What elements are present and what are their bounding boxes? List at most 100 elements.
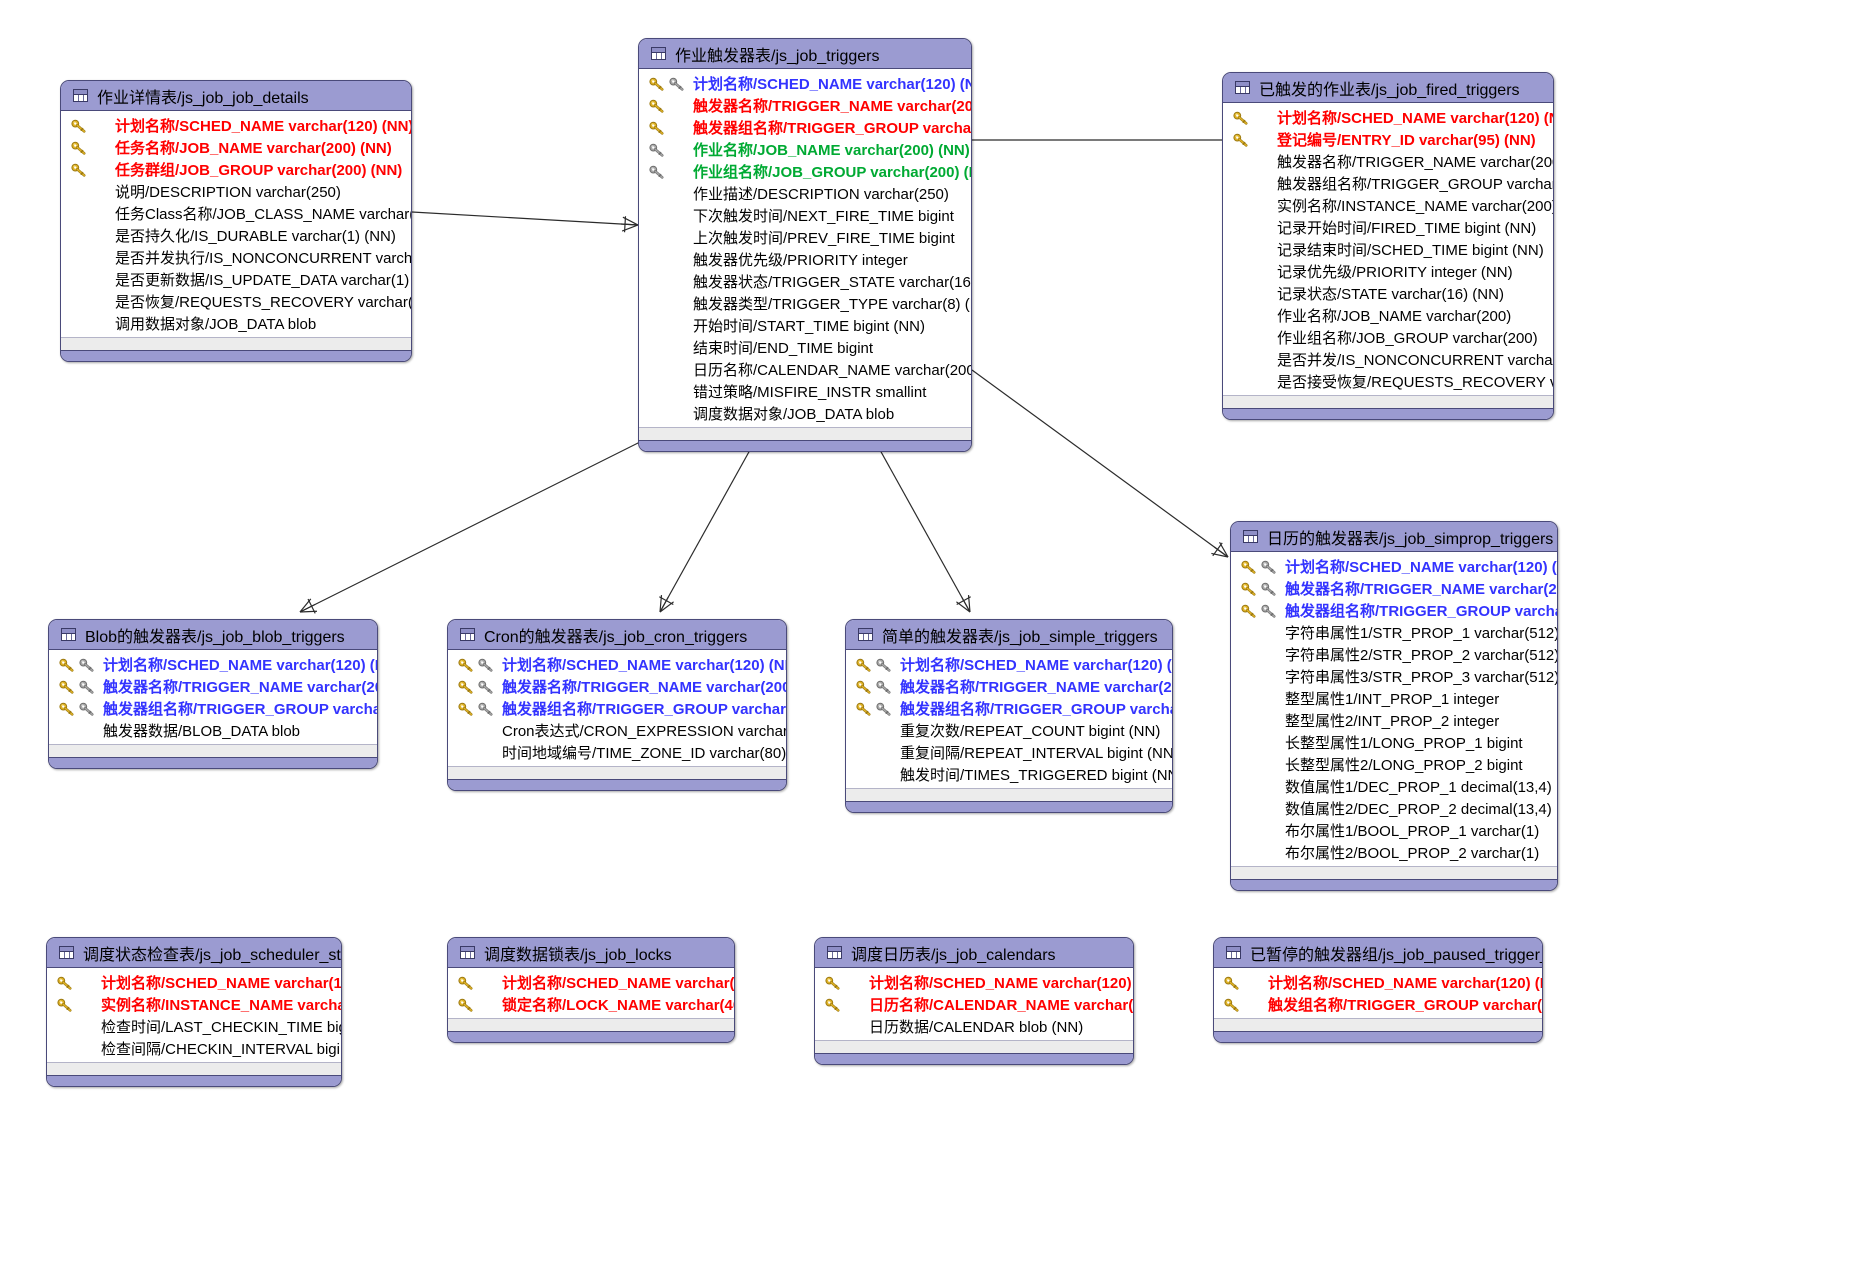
entity-job_triggers[interactable]: 作业触发器表/js_job_triggers 计划名称/SCHED_NAME v… xyxy=(638,38,972,452)
attribute-row[interactable]: 触发器组名称/TRIGGER_GROUP varchar(200) (NN) xyxy=(1231,600,1557,622)
attribute-row[interactable]: 作业名称/JOB_NAME varchar(200) (NN) xyxy=(639,139,971,161)
attribute-row[interactable]: 数值属性2/DEC_PROP_2 decimal(13,4) xyxy=(1231,798,1557,820)
entity-simple_triggers[interactable]: 简单的触发器表/js_job_simple_triggers 计划名称/SCHE… xyxy=(845,619,1173,813)
entity-header-cron_triggers[interactable]: Cron的触发器表/js_job_cron_triggers xyxy=(448,620,786,650)
attribute-row[interactable]: 布尔属性2/BOOL_PROP_2 varchar(1) xyxy=(1231,842,1557,864)
attribute-row[interactable]: 开始时间/START_TIME bigint (NN) xyxy=(639,315,971,337)
attribute-row[interactable]: Cron表达式/CRON_EXPRESSION varchar(120) (NN… xyxy=(448,720,786,742)
entity-header-blob_triggers[interactable]: Blob的触发器表/js_job_blob_triggers xyxy=(49,620,377,650)
attribute-row[interactable]: 检查间隔/CHECKIN_INTERVAL bigint (NN) xyxy=(47,1038,341,1060)
attribute-row[interactable]: 计划名称/SCHED_NAME varchar(120) (NN) xyxy=(639,73,971,95)
attribute-row[interactable]: 计划名称/SCHED_NAME varchar(120) (NN) xyxy=(448,972,734,994)
entity-cron_triggers[interactable]: Cron的触发器表/js_job_cron_triggers 计划名称/SCHE… xyxy=(447,619,787,791)
attribute-row[interactable]: 布尔属性1/BOOL_PROP_1 varchar(1) xyxy=(1231,820,1557,842)
entity-paused_trigger_grps[interactable]: 已暂停的触发器组/js_job_paused_trigger_grps 计划名称… xyxy=(1213,937,1543,1043)
attribute-row[interactable]: 触发器名称/TRIGGER_NAME varchar(200) (NN) xyxy=(448,676,786,698)
attribute-row[interactable]: 作业组名称/JOB_GROUP varchar(200) (NN) xyxy=(639,161,971,183)
attribute-row[interactable]: 上次触发时间/PREV_FIRE_TIME bigint xyxy=(639,227,971,249)
attribute-row[interactable]: 计划名称/SCHED_NAME varchar(120) (NN) xyxy=(47,972,341,994)
entity-header-job_details[interactable]: 作业详情表/js_job_job_details xyxy=(61,81,411,111)
entity-header-simprop_triggers[interactable]: 日历的触发器表/js_job_simprop_triggers xyxy=(1231,522,1557,552)
attribute-row[interactable]: 触发器组名称/TRIGGER_GROUP varchar(200) (NN) xyxy=(639,117,971,139)
entity-simprop_triggers[interactable]: 日历的触发器表/js_job_simprop_triggers 计划名称/SCH… xyxy=(1230,521,1558,891)
attribute-row[interactable]: 记录结束时间/SCHED_TIME bigint (NN) xyxy=(1223,239,1553,261)
attribute-row[interactable]: 计划名称/SCHED_NAME varchar(120) (NN) xyxy=(448,654,786,676)
attribute-row[interactable]: 实例名称/INSTANCE_NAME varchar(200) (NN) xyxy=(1223,195,1553,217)
attribute-row[interactable]: 触发器类型/TRIGGER_TYPE varchar(8) (NN) xyxy=(639,293,971,315)
attribute-row[interactable]: 作业组名称/JOB_GROUP varchar(200) xyxy=(1223,327,1553,349)
attribute-row[interactable]: 锁定名称/LOCK_NAME varchar(40) (NN) xyxy=(448,994,734,1016)
attribute-row[interactable]: 数值属性1/DEC_PROP_1 decimal(13,4) xyxy=(1231,776,1557,798)
attribute-row[interactable]: 计划名称/SCHED_NAME varchar(120) (NN) xyxy=(1214,972,1542,994)
attribute-row[interactable]: 字符串属性3/STR_PROP_3 varchar(512) xyxy=(1231,666,1557,688)
attribute-row[interactable]: 任务Class名称/JOB_CLASS_NAME varchar(250) (N… xyxy=(61,203,411,225)
attribute-row[interactable]: 调度数据对象/JOB_DATA blob xyxy=(639,403,971,425)
attribute-row[interactable]: 重复次数/REPEAT_COUNT bigint (NN) xyxy=(846,720,1172,742)
attribute-row[interactable]: 日历数据/CALENDAR blob (NN) xyxy=(815,1016,1133,1038)
attribute-row[interactable]: 错过策略/MISFIRE_INSTR smallint xyxy=(639,381,971,403)
attribute-row[interactable]: 触发时间/TIMES_TRIGGERED bigint (NN) xyxy=(846,764,1172,786)
attribute-row[interactable]: 长整型属性1/LONG_PROP_1 bigint xyxy=(1231,732,1557,754)
entity-scheduler_state[interactable]: 调度状态检查表/js_job_scheduler_state 计划名称/SCHE… xyxy=(46,937,342,1087)
attribute-row[interactable]: 字符串属性1/STR_PROP_1 varchar(512) xyxy=(1231,622,1557,644)
attribute-row[interactable]: 触发器数据/BLOB_DATA blob xyxy=(49,720,377,742)
entity-job_details[interactable]: 作业详情表/js_job_job_details 计划名称/SCHED_NAME… xyxy=(60,80,412,362)
attribute-row[interactable]: 触发器优先级/PRIORITY integer xyxy=(639,249,971,271)
entity-locks[interactable]: 调度数据锁表/js_job_locks 计划名称/SCHED_NAME varc… xyxy=(447,937,735,1043)
attribute-row[interactable]: 检查时间/LAST_CHECKIN_TIME bigint (NN) xyxy=(47,1016,341,1038)
attribute-row[interactable]: 是否接受恢复/REQUESTS_RECOVERY varchar(1) xyxy=(1223,371,1553,393)
attribute-row[interactable]: 作业名称/JOB_NAME varchar(200) xyxy=(1223,305,1553,327)
attribute-row[interactable]: 任务名称/JOB_NAME varchar(200) (NN) xyxy=(61,137,411,159)
attribute-row[interactable]: 触发器组名称/TRIGGER_GROUP varchar(200) (NN) xyxy=(448,698,786,720)
entity-blob_triggers[interactable]: Blob的触发器表/js_job_blob_triggers 计划名称/SCHE… xyxy=(48,619,378,769)
attribute-row[interactable]: 整型属性1/INT_PROP_1 integer xyxy=(1231,688,1557,710)
attribute-row[interactable]: 时间地域编号/TIME_ZONE_ID varchar(80) xyxy=(448,742,786,764)
attribute-row[interactable]: 说明/DESCRIPTION varchar(250) xyxy=(61,181,411,203)
attribute-row[interactable]: 计划名称/SCHED_NAME varchar(120) (NN) xyxy=(1231,556,1557,578)
attribute-row[interactable]: 日历名称/CALENDAR_NAME varchar(200) xyxy=(639,359,971,381)
attribute-row[interactable]: 触发器组名称/TRIGGER_GROUP varchar(200) (NN) xyxy=(49,698,377,720)
attribute-row[interactable]: 触发器名称/TRIGGER_NAME varchar(200) (NN) xyxy=(49,676,377,698)
attribute-row[interactable]: 作业描述/DESCRIPTION varchar(250) xyxy=(639,183,971,205)
attribute-row[interactable]: 触发器名称/TRIGGER_NAME varchar(200) (NN) xyxy=(846,676,1172,698)
attribute-row[interactable]: 计划名称/SCHED_NAME varchar(120) (NN) xyxy=(815,972,1133,994)
attribute-row[interactable]: 登记编号/ENTRY_ID varchar(95) (NN) xyxy=(1223,129,1553,151)
attribute-row[interactable]: 触发组名称/TRIGGER_GROUP varchar(200) (NN) xyxy=(1214,994,1542,1016)
entity-header-locks[interactable]: 调度数据锁表/js_job_locks xyxy=(448,938,734,968)
attribute-row[interactable]: 是否更新数据/IS_UPDATE_DATA varchar(1) (NN) xyxy=(61,269,411,291)
attribute-row[interactable]: 计划名称/SCHED_NAME varchar(120) (NN) xyxy=(61,115,411,137)
attribute-row[interactable]: 记录开始时间/FIRED_TIME bigint (NN) xyxy=(1223,217,1553,239)
attribute-row[interactable]: 是否恢复/REQUESTS_RECOVERY varchar(1) (NN) xyxy=(61,291,411,313)
attribute-row[interactable]: 触发器名称/TRIGGER_NAME varchar(200) (NN) xyxy=(1223,151,1553,173)
entity-header-scheduler_state[interactable]: 调度状态检查表/js_job_scheduler_state xyxy=(47,938,341,968)
attribute-row[interactable]: 字符串属性2/STR_PROP_2 varchar(512) xyxy=(1231,644,1557,666)
entity-header-fired_triggers[interactable]: 已触发的作业表/js_job_fired_triggers xyxy=(1223,73,1553,103)
attribute-row[interactable]: 长整型属性2/LONG_PROP_2 bigint xyxy=(1231,754,1557,776)
attribute-row[interactable]: 日历名称/CALENDAR_NAME varchar(200) (NN) xyxy=(815,994,1133,1016)
attribute-row[interactable]: 触发器组名称/TRIGGER_GROUP varchar(200) (NN) xyxy=(846,698,1172,720)
attribute-row[interactable]: 触发器名称/TRIGGER_NAME varchar(200) (NN) xyxy=(1231,578,1557,600)
attribute-row[interactable]: 计划名称/SCHED_NAME varchar(120) (NN) xyxy=(1223,107,1553,129)
attribute-row[interactable]: 记录优先级/PRIORITY integer (NN) xyxy=(1223,261,1553,283)
attribute-row[interactable]: 计划名称/SCHED_NAME varchar(120) (NN) xyxy=(49,654,377,676)
attribute-row[interactable]: 调用数据对象/JOB_DATA blob xyxy=(61,313,411,335)
attribute-row[interactable]: 触发器状态/TRIGGER_STATE varchar(16) (NN) xyxy=(639,271,971,293)
attribute-row[interactable]: 任务群组/JOB_GROUP varchar(200) (NN) xyxy=(61,159,411,181)
entity-header-job_triggers[interactable]: 作业触发器表/js_job_triggers xyxy=(639,39,971,69)
attribute-row[interactable]: 重复间隔/REPEAT_INTERVAL bigint (NN) xyxy=(846,742,1172,764)
entity-header-simple_triggers[interactable]: 简单的触发器表/js_job_simple_triggers xyxy=(846,620,1172,650)
attribute-row[interactable]: 计划名称/SCHED_NAME varchar(120) (NN) xyxy=(846,654,1172,676)
entity-header-paused_trigger_grps[interactable]: 已暂停的触发器组/js_job_paused_trigger_grps xyxy=(1214,938,1542,968)
attribute-row[interactable]: 是否并发执行/IS_NONCONCURRENT varchar(1) (NN) xyxy=(61,247,411,269)
attribute-row[interactable]: 是否持久化/IS_DURABLE varchar(1) (NN) xyxy=(61,225,411,247)
attribute-row[interactable]: 记录状态/STATE varchar(16) (NN) xyxy=(1223,283,1553,305)
entity-fired_triggers[interactable]: 已触发的作业表/js_job_fired_triggers 计划名称/SCHED… xyxy=(1222,72,1554,420)
attribute-row[interactable]: 整型属性2/INT_PROP_2 integer xyxy=(1231,710,1557,732)
attribute-row[interactable]: 触发器名称/TRIGGER_NAME varchar(200) (NN) xyxy=(639,95,971,117)
attribute-row[interactable]: 是否并发/IS_NONCONCURRENT varchar(1) xyxy=(1223,349,1553,371)
attribute-row[interactable]: 下次触发时间/NEXT_FIRE_TIME bigint xyxy=(639,205,971,227)
attribute-row[interactable]: 触发器组名称/TRIGGER_GROUP varchar(200) (NN) xyxy=(1223,173,1553,195)
attribute-row[interactable]: 结束时间/END_TIME bigint xyxy=(639,337,971,359)
entity-calendars[interactable]: 调度日历表/js_job_calendars 计划名称/SCHED_NAME v… xyxy=(814,937,1134,1065)
attribute-row[interactable]: 实例名称/INSTANCE_NAME varchar(200) (NN) xyxy=(47,994,341,1016)
